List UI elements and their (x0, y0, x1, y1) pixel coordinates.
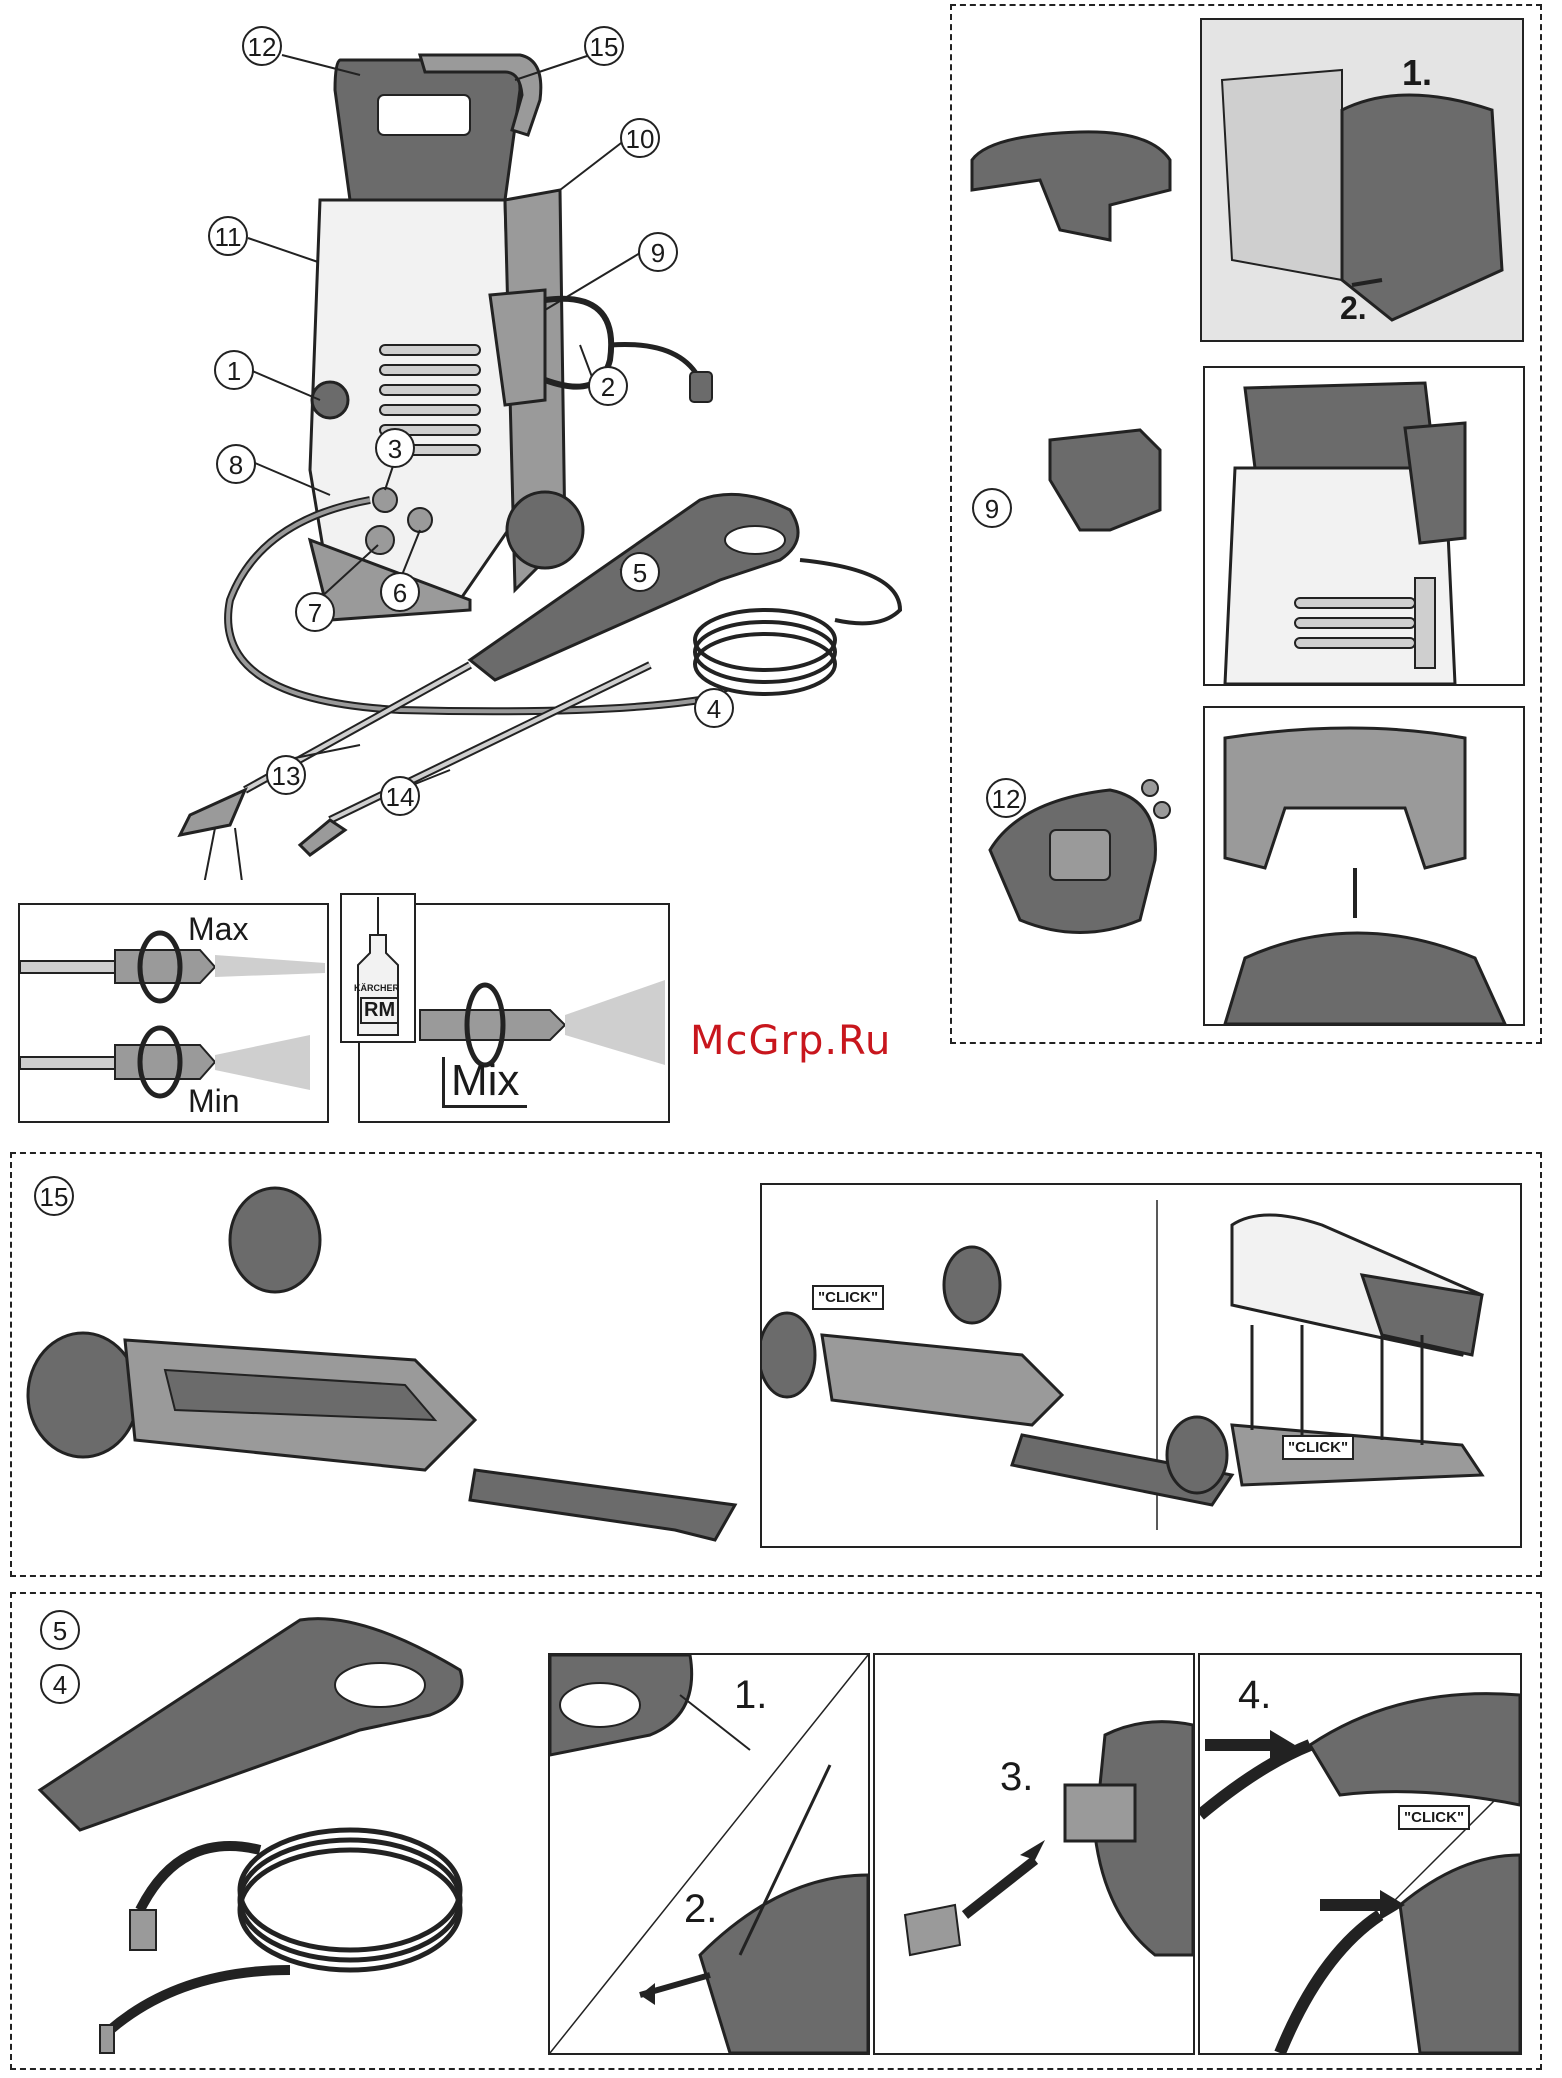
gun-step-figure-2 (875, 1655, 1193, 2053)
handle-fitting-box (1203, 706, 1525, 1026)
gun-step-2: 2. (684, 1887, 717, 1932)
gun-hose-parts (30, 1600, 490, 2060)
click-label-2: "CLICK" (1282, 1435, 1354, 1460)
callout-1: 1 (214, 350, 254, 390)
click-label-1: "CLICK" (812, 1285, 884, 1310)
holder-part (1040, 420, 1180, 540)
cover-fitting-box: 1. 2. (1200, 18, 1524, 342)
max-label: Max (188, 911, 248, 948)
min-label: Min (188, 1083, 240, 1120)
callout-7: 7 (295, 592, 335, 632)
callout-11: 11 (208, 216, 248, 256)
callout-14: 14 (380, 776, 420, 816)
mix-label-text: Mix (451, 1056, 519, 1105)
spray-adjust-figure (20, 905, 327, 1121)
cover-part (960, 120, 1180, 250)
gun-click-label: "CLICK" (1398, 1805, 1470, 1830)
wheels-assembly-box: "CLICK" "CLICK" (760, 1183, 1522, 1548)
handle-fitting-figure (1205, 708, 1523, 1024)
callout-3: 3 (375, 428, 415, 468)
callout-2: 2 (588, 366, 628, 406)
callout-12: 12 (242, 26, 282, 66)
callout-9-panel: 9 (972, 488, 1012, 528)
callout-4: 4 (694, 688, 734, 728)
detergent-bottle-panel: KÄRCHER RM (340, 893, 416, 1043)
gun-step-panel-1: 1. 2. (548, 1653, 870, 2055)
callout-10: 10 (620, 118, 660, 158)
machine-illustration (0, 0, 940, 880)
gun-step-panel-3: 4. "CLICK" (1198, 1653, 1522, 2055)
callout-9: 9 (638, 232, 678, 272)
callout-6: 6 (380, 572, 420, 612)
callout-8: 8 (216, 444, 256, 484)
holder-fitting-figure (1205, 368, 1523, 684)
callout-13: 13 (266, 755, 306, 795)
bottle-label: RM (360, 997, 399, 1024)
wheels-parts (15, 1170, 755, 1570)
spray-adjust-box: Max Min (18, 903, 329, 1123)
gun-step-3: 3. (1000, 1755, 1033, 1800)
wheels-assembly-figure (762, 1185, 1520, 1546)
cover-step-1: 1. (1402, 52, 1432, 94)
gun-step-4: 4. (1238, 1673, 1271, 1718)
callout-15: 15 (584, 26, 624, 66)
screws (1132, 776, 1182, 826)
bottle-brand: KÄRCHER (354, 983, 399, 993)
callout-5: 5 (620, 552, 660, 592)
holder-fitting-box (1203, 366, 1525, 686)
gun-step-1: 1. (734, 1673, 767, 1718)
gun-step-figure-1 (550, 1655, 868, 2053)
gun-step-panel-2: 3. (873, 1653, 1195, 2055)
watermark: McGrp.Ru (690, 1018, 891, 1064)
cover-step-2: 2. (1340, 290, 1367, 327)
mix-label: Mix (442, 1057, 527, 1108)
